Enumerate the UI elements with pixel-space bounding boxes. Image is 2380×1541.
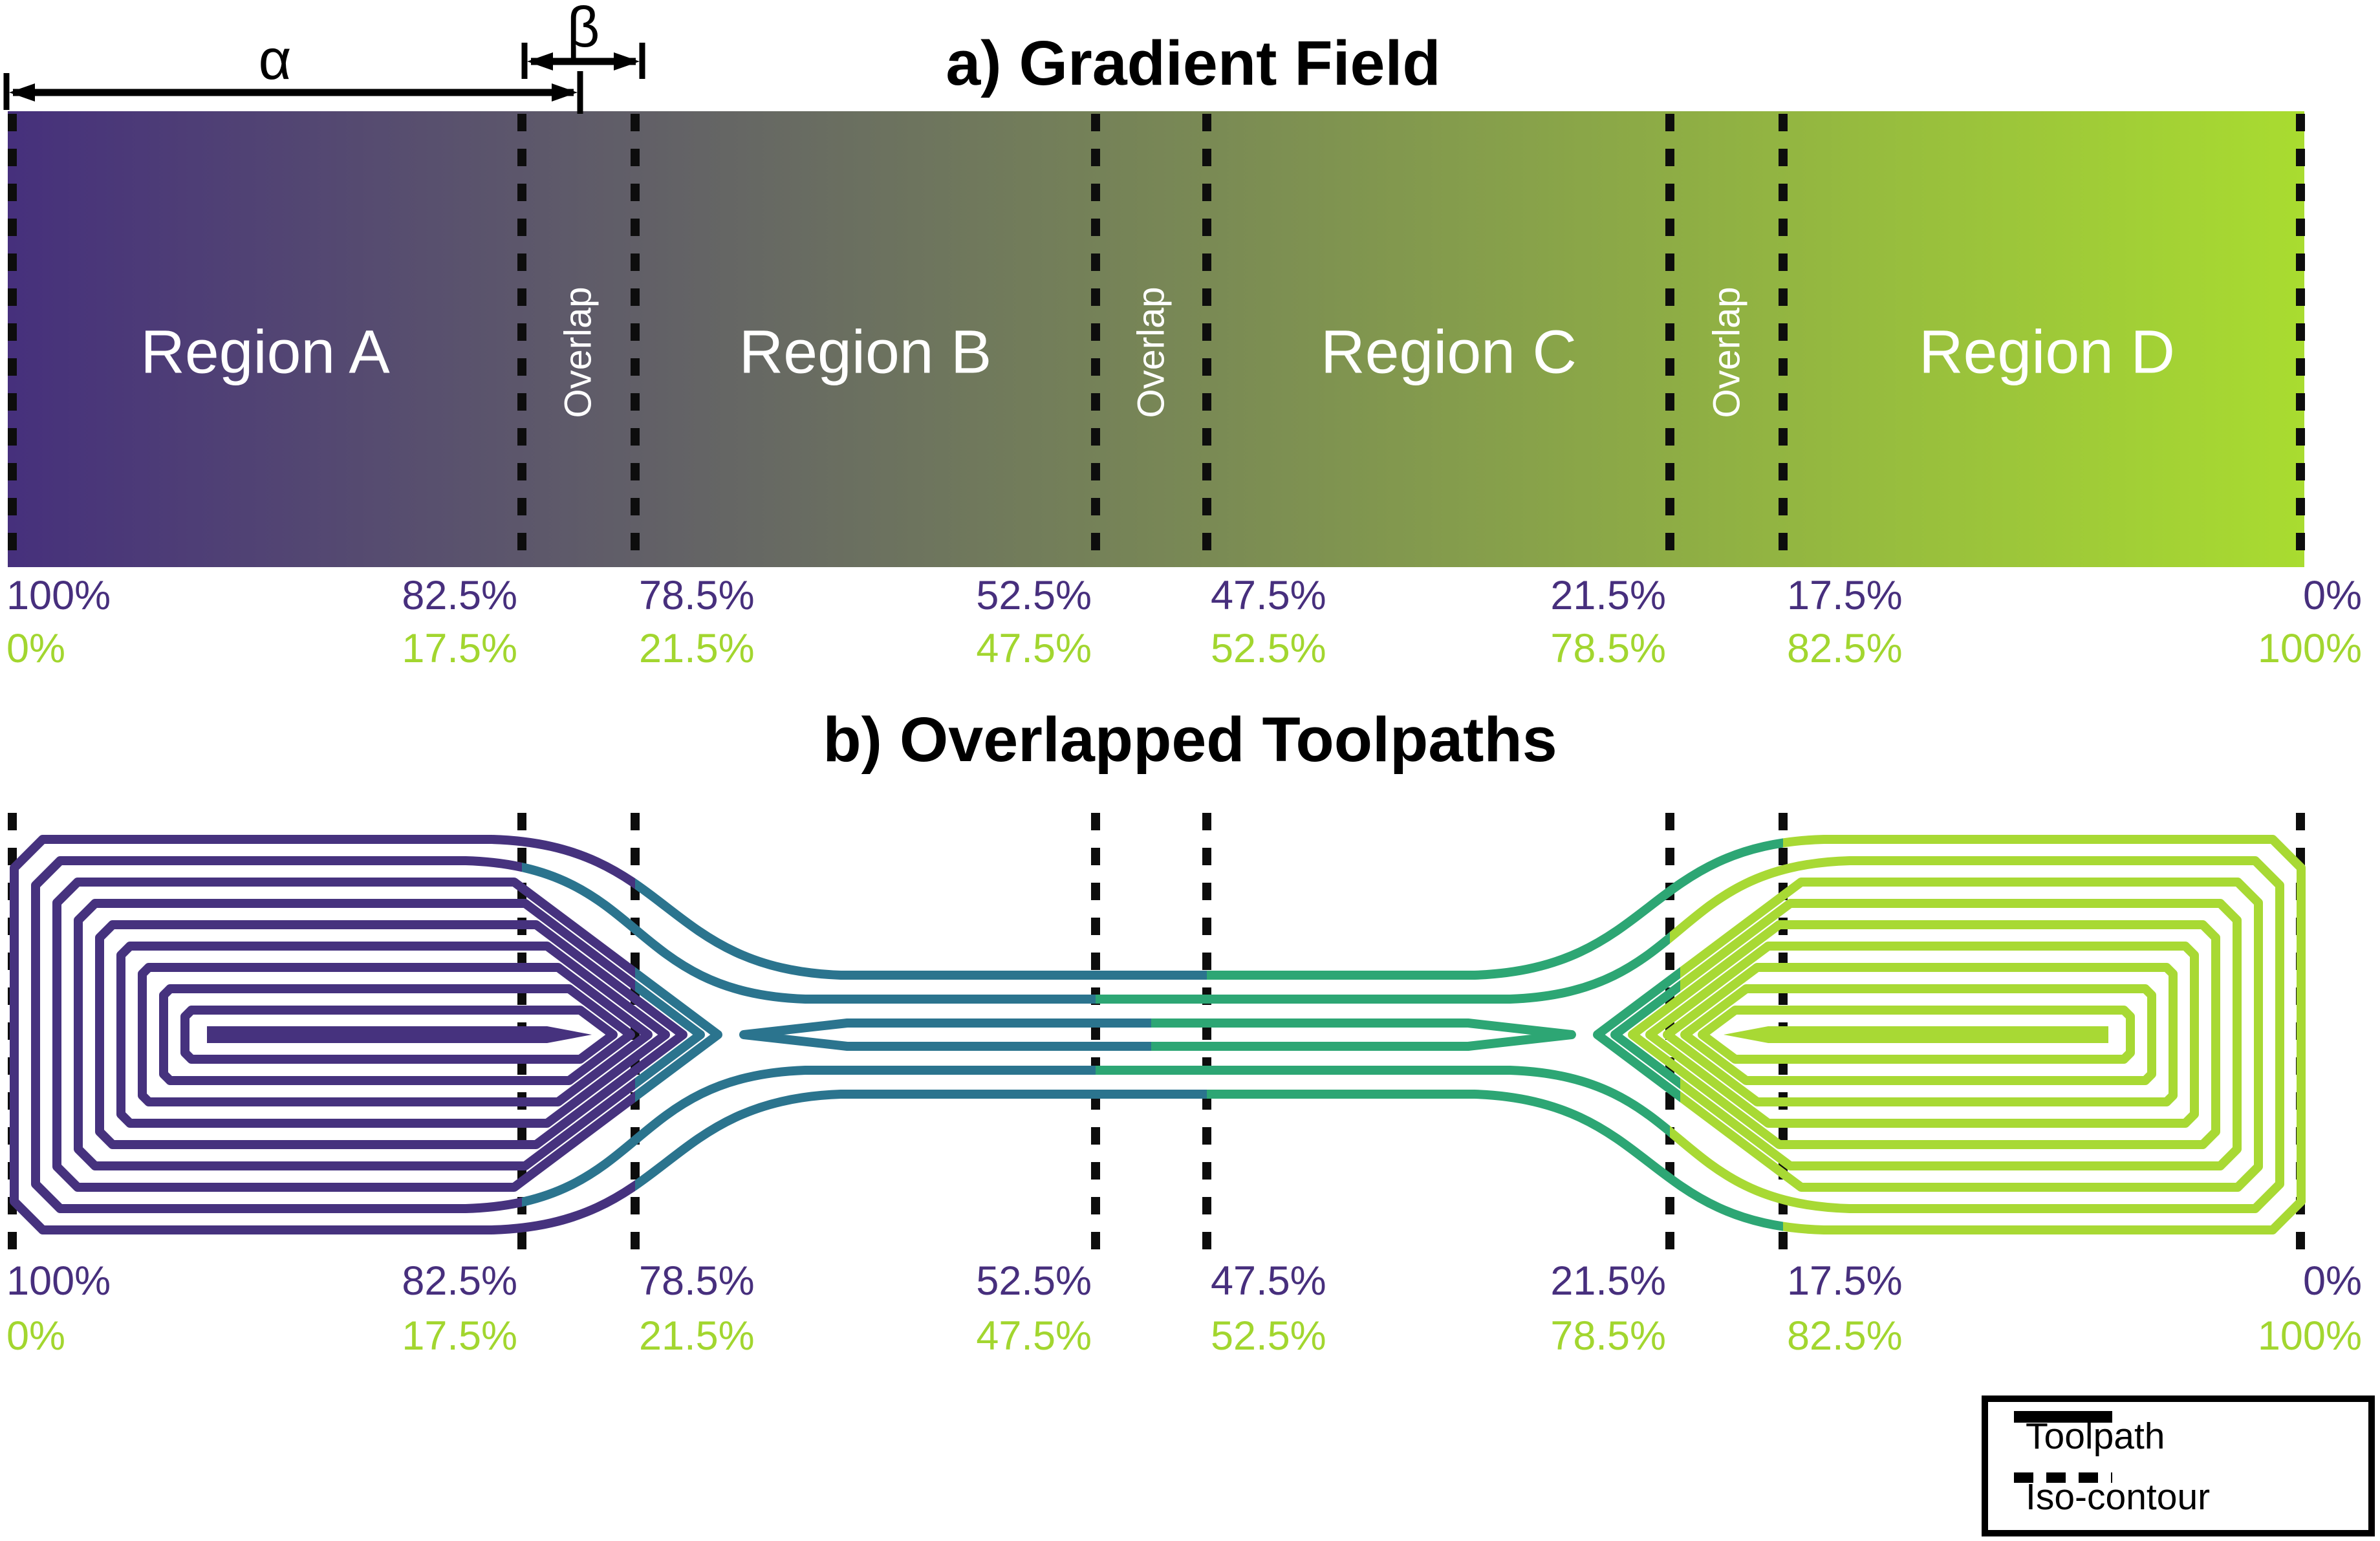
pct-label-b-green: 78.5%	[1550, 1313, 1666, 1359]
pct-label-b-purple: 17.5%	[1787, 1258, 1903, 1304]
pct-label-b-green: 82.5%	[1787, 1313, 1903, 1359]
pct-label-b-green: 100%	[2257, 1313, 2362, 1359]
pct-label-b-purple: 78.5%	[639, 1258, 755, 1304]
pct-label-b-purple: 52.5%	[976, 1258, 1092, 1304]
pct-label-b-green: 47.5%	[976, 1313, 1092, 1359]
region-label-d: Region D	[1918, 318, 2176, 387]
pct-label-b-purple: 0%	[2302, 1258, 2362, 1304]
beta-label: β	[567, 0, 600, 59]
pct-label-a-green: 47.5%	[976, 626, 1092, 671]
pct-label-a-purple: 17.5%	[1787, 573, 1903, 618]
gradient-field-bar	[8, 111, 2304, 567]
iso-contour-line-sample	[2014, 1472, 2112, 1483]
pct-label-a-purple: 47.5%	[1211, 573, 1326, 618]
alpha-label: α	[258, 27, 292, 91]
pct-label-a-purple: 100%	[6, 573, 111, 618]
pct-label-a-purple: 78.5%	[639, 573, 755, 618]
pct-label-a-green: 21.5%	[639, 626, 755, 671]
pct-label-a-purple: 52.5%	[976, 573, 1092, 618]
pct-label-b-green: 52.5%	[1211, 1313, 1326, 1359]
pct-label-a-purple: 82.5%	[402, 573, 517, 618]
pct-label-b-purple: 47.5%	[1211, 1258, 1326, 1304]
legend-iso-contour-label: Iso-contour	[2026, 1476, 2211, 1518]
legend: Toolpath Iso-contour	[1982, 1396, 2375, 1536]
pct-label-b-green: 17.5%	[402, 1313, 517, 1359]
pct-label-b-purple: 82.5%	[402, 1258, 517, 1304]
toolpath-line-sample	[2014, 1411, 2112, 1423]
region-label-b: Region B	[739, 318, 992, 387]
pct-label-a-green: 78.5%	[1550, 626, 1666, 671]
region-label-c: Region C	[1320, 318, 1577, 387]
pct-label-a-green: 100%	[2257, 626, 2362, 671]
pct-label-b-green: 21.5%	[639, 1313, 755, 1359]
pct-label-a-purple: 0%	[2302, 573, 2362, 618]
pct-label-a-green: 52.5%	[1211, 626, 1326, 671]
pct-label-b-purple: 100%	[6, 1258, 111, 1304]
pct-label-a-green: 0%	[6, 626, 66, 671]
pct-label-b-green: 0%	[6, 1313, 66, 1359]
title-overlapped-toolpaths: b) Overlapped Toolpaths	[823, 704, 1557, 775]
pct-label-b-purple: 21.5%	[1550, 1258, 1666, 1304]
region-label-a: Region A	[140, 318, 390, 387]
pct-label-a-green: 17.5%	[402, 626, 517, 671]
pct-label-a-purple: 21.5%	[1550, 573, 1666, 618]
title-gradient-field: a) Gradient Field	[946, 28, 1441, 98]
pct-label-a-green: 82.5%	[1787, 626, 1903, 671]
